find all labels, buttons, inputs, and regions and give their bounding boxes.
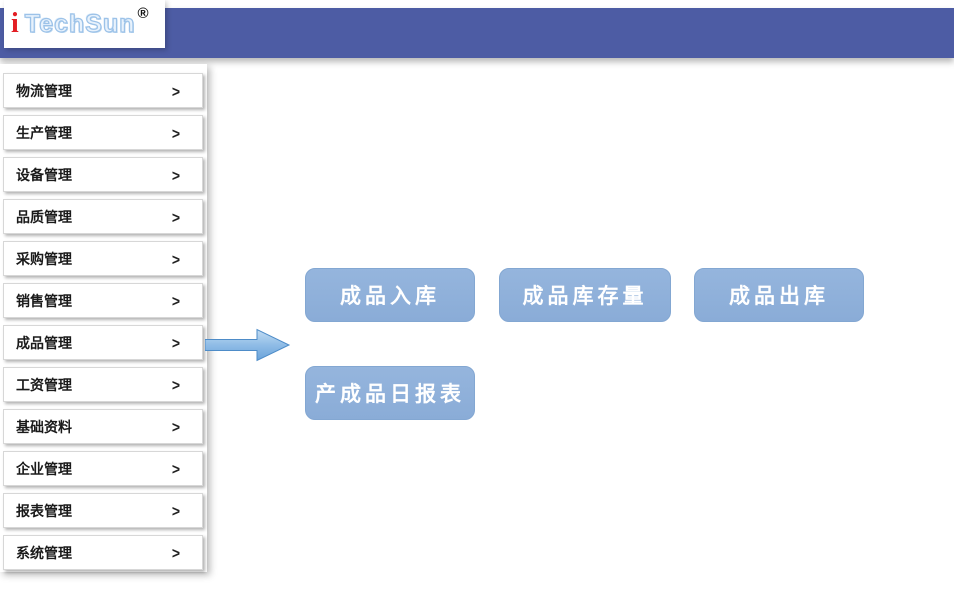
sidebar-item-label: 系统管理 — [16, 544, 72, 561]
chevron-right-icon: > — [171, 333, 180, 352]
chevron-right-icon: > — [171, 249, 180, 268]
button-label: 成品出库 — [729, 284, 829, 308]
sidebar-item-label: 采购管理 — [16, 250, 72, 267]
header-bar: i TechSun ® — [0, 0, 954, 58]
sidebar-item-label: 工资管理 — [16, 376, 72, 393]
button-finished-goods-outbound[interactable]: 成品出库 — [694, 268, 864, 322]
logo-i-icon: i — [11, 8, 19, 39]
sidebar-item-payroll[interactable]: 工资管理 > — [3, 367, 203, 402]
sidebar-item-system[interactable]: 系统管理 > — [3, 535, 203, 570]
sidebar-item-finished-goods[interactable]: 成品管理 > — [3, 325, 203, 360]
registered-trademark-icon: ® — [137, 4, 149, 22]
chevron-right-icon: > — [171, 501, 180, 520]
flow-right-arrow-icon — [205, 328, 291, 362]
sidebar-item-label: 生产管理 — [16, 124, 72, 141]
chevron-right-icon: > — [171, 291, 180, 310]
sidebar-item-equipment[interactable]: 设备管理 > — [3, 157, 203, 192]
chevron-right-icon: > — [171, 417, 180, 436]
chevron-right-icon: > — [171, 543, 180, 562]
sidebar-item-label: 成品管理 — [16, 334, 72, 351]
button-finished-goods-inbound[interactable]: 成品入库 — [305, 268, 475, 322]
chevron-right-icon: > — [171, 459, 180, 478]
sidebar-item-label: 设备管理 — [16, 166, 72, 183]
sidebar-item-label: 物流管理 — [16, 82, 72, 99]
chevron-right-icon: > — [171, 165, 180, 184]
sidebar-item-production[interactable]: 生产管理 > — [3, 115, 203, 150]
logo-brand-text: TechSun — [24, 9, 136, 38]
sidebar-item-logistics[interactable]: 物流管理 > — [3, 73, 203, 108]
sidebar-item-purchasing[interactable]: 采购管理 > — [3, 241, 203, 276]
button-label: 成品入库 — [340, 284, 440, 308]
button-label: 产成品日报表 — [315, 382, 465, 406]
sidebar-item-label: 企业管理 — [16, 460, 72, 477]
sidebar-item-label: 品质管理 — [16, 208, 72, 225]
sidebar-item-enterprise[interactable]: 企业管理 > — [3, 451, 203, 486]
sidebar-item-basic-data[interactable]: 基础资料 > — [3, 409, 203, 444]
button-finished-goods-inventory[interactable]: 成品库存量 — [499, 268, 671, 322]
chevron-right-icon: > — [171, 123, 180, 142]
sidebar-menu: 物流管理 > 生产管理 > 设备管理 > 品质管理 > 采购管理 > 销售管理 … — [0, 64, 207, 572]
sidebar-item-sales[interactable]: 销售管理 > — [3, 283, 203, 318]
sidebar-item-reports[interactable]: 报表管理 > — [3, 493, 203, 528]
chevron-right-icon: > — [171, 81, 180, 100]
chevron-right-icon: > — [171, 375, 180, 394]
button-finished-goods-daily-report[interactable]: 产成品日报表 — [305, 366, 475, 420]
sidebar-item-label: 报表管理 — [16, 502, 72, 519]
sidebar-item-quality[interactable]: 品质管理 > — [3, 199, 203, 234]
techsun-logo: i TechSun ® — [4, 0, 165, 48]
sidebar-item-label: 基础资料 — [16, 418, 72, 435]
chevron-right-icon: > — [171, 207, 180, 226]
button-label: 成品库存量 — [522, 284, 648, 308]
sidebar-item-label: 销售管理 — [16, 292, 72, 309]
